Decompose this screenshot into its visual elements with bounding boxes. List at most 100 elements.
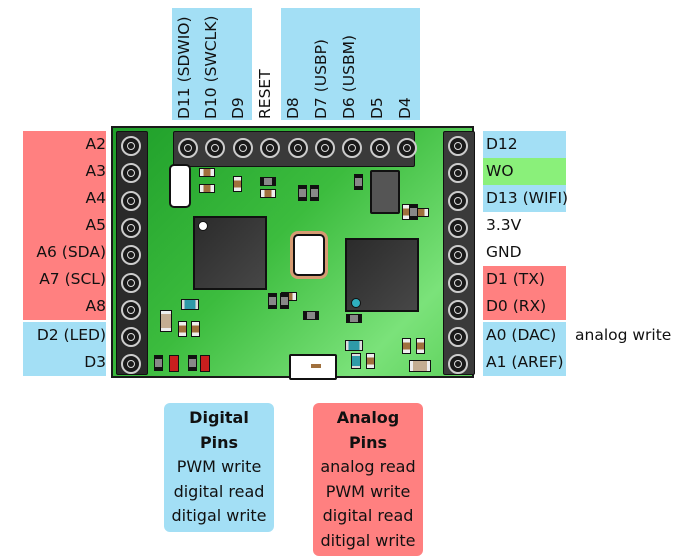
top-pin-label-d11: D11 (SDWIO) (175, 16, 193, 119)
legend-line: digital read (173, 481, 265, 501)
top-pin-label-d5: D5 (368, 97, 386, 119)
right-pin-label-3v3: 3.3V (486, 216, 522, 234)
analog-pins-legend: Analog Pins analog read PWM write digita… (313, 403, 423, 556)
pin1-marker (351, 298, 361, 308)
resistor (199, 184, 215, 193)
crystal-oscillator (169, 164, 191, 208)
teal-component (181, 299, 199, 310)
red-led (169, 355, 179, 372)
right-pin-label-gnd: GND (486, 243, 522, 261)
capacitor (280, 293, 289, 309)
left-pin-label-a7: A7 (SCL) (23, 266, 106, 293)
resistor (416, 338, 425, 354)
right-pin-label-wo: WO (483, 158, 566, 185)
crystal-oscillator-2 (293, 234, 325, 276)
right-pin-label-d0: D0 (RX) (483, 293, 566, 320)
right-header-pin (448, 354, 468, 375)
top-header-pin (260, 138, 281, 158)
resistor (233, 176, 242, 192)
legend-line: analog read (320, 457, 416, 476)
capacitor (409, 204, 418, 220)
top-pin-label-d10: D10 (SWCLK) (202, 15, 220, 119)
capacitor (260, 177, 276, 186)
legend-line: PWM write (176, 457, 262, 476)
right-header-pin (448, 190, 468, 211)
left-pin-label-a5: A5 (23, 212, 106, 239)
left-pin-label-a2: A2 (23, 131, 106, 158)
top-pin-label-d9: D9 (229, 97, 247, 119)
left-header-pin (121, 163, 141, 184)
right-header-pin (448, 299, 468, 320)
left-pin-label-a4: A4 (23, 185, 106, 212)
resistor (178, 321, 187, 337)
legend-line: ditigal write (320, 530, 416, 550)
left-header-pin (121, 327, 141, 348)
resistor (366, 353, 375, 369)
microcontroller-chip (193, 216, 267, 290)
capacitor (303, 311, 319, 320)
left-pin-label-a8: A8 (23, 293, 106, 320)
inductor (160, 310, 172, 332)
left-pin-label-a6: A6 (SDA) (23, 239, 106, 266)
top-header-pin (178, 138, 198, 158)
top-header-pin (205, 138, 226, 158)
top-pin-label-d4: D4 (396, 97, 414, 119)
top-pin-label-d8: D8 (284, 97, 302, 119)
legend-title: Digital Pins (189, 408, 249, 452)
left-header-pin (121, 136, 141, 156)
right-pin-label-a0: A0 (DAC) (483, 322, 566, 349)
right-header-pin (448, 245, 468, 266)
top-pin-label-d6: D6 (USBM) (340, 34, 358, 119)
right-header-pin (448, 217, 468, 238)
right-header-pin (448, 163, 468, 184)
top-header-pin (287, 138, 308, 158)
teal-component (345, 340, 363, 351)
capacitor (346, 314, 362, 323)
left-header-pin (121, 190, 141, 211)
top-header-pin (232, 138, 253, 158)
legend-title: Analog Pins (336, 408, 400, 452)
right-pin-label-d1: D1 (TX) (483, 266, 566, 293)
top-header-pin (342, 138, 363, 158)
capacitor (310, 185, 319, 201)
right-header-pin (448, 136, 468, 156)
legend-line: ditigal write (171, 506, 267, 525)
right-pin-label-a1: A1 (AREF) (483, 349, 566, 376)
left-pin-label-d3: D3 (23, 349, 106, 376)
top-header-pin (369, 138, 390, 158)
wifi-chip (345, 238, 419, 312)
top-digital-group-1-bg (172, 8, 252, 120)
small-ic (370, 170, 400, 214)
digital-pins-legend: Digital Pins PWM write digital read diti… (164, 403, 274, 532)
legend-line: PWM write (325, 481, 411, 501)
inductor (409, 360, 431, 372)
pcb-board (111, 126, 475, 380)
top-header-pin (315, 138, 335, 158)
capacitor (298, 185, 307, 201)
resistor (199, 168, 215, 177)
top-header-pin (397, 138, 418, 158)
left-header-pin (121, 299, 141, 320)
left-header-pin (121, 245, 141, 266)
left-header-pin (121, 217, 141, 238)
capacitor (268, 293, 277, 309)
right-header-pin (448, 272, 468, 293)
capacitor (354, 174, 363, 190)
left-header-pin (121, 354, 141, 375)
resistor (260, 189, 276, 198)
red-led (200, 355, 210, 372)
left-header-pin (121, 272, 141, 293)
legend-line: digital read (322, 506, 414, 525)
left-pin-label-a3: A3 (23, 158, 106, 185)
right-pin-label-d13: D13 (WIFI) (483, 185, 568, 212)
top-pin-label-reset: RESET (256, 69, 274, 119)
capacitor (154, 355, 163, 371)
top-digital-group-2-bg (281, 8, 420, 120)
teal-component (351, 353, 361, 369)
right-pin-label-d12: D12 (483, 131, 566, 158)
resistor (191, 321, 200, 337)
capacitor (188, 355, 197, 371)
analog-write-annotation: analog write (575, 326, 672, 344)
pin1-marker (198, 221, 208, 231)
push-button (289, 354, 337, 380)
